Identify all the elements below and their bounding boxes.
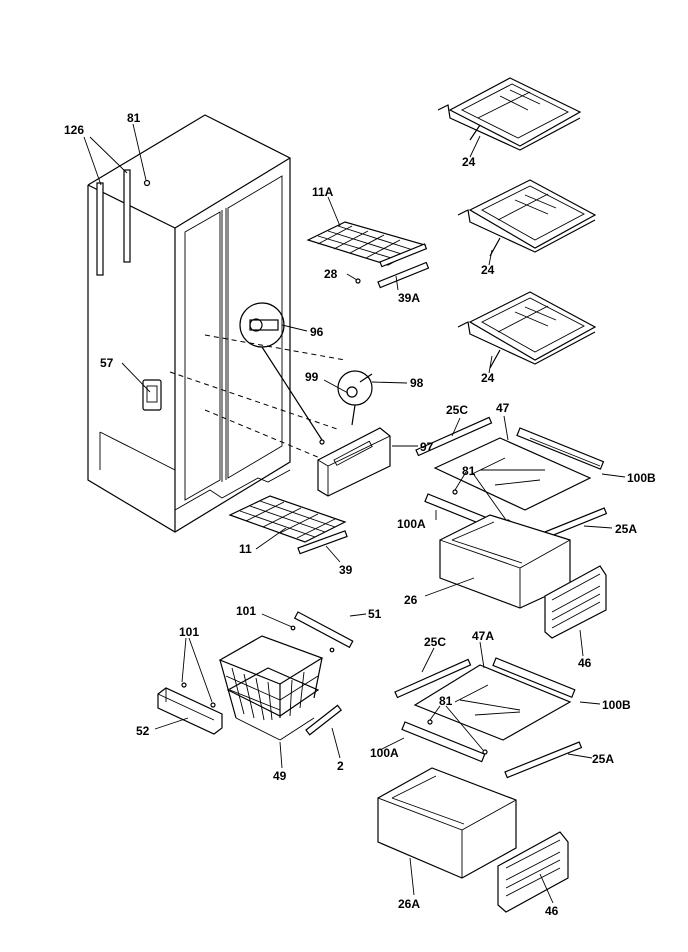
callout-126: 126: [64, 123, 84, 137]
refrigerator-cabinet: [87, 114, 291, 533]
glass-shelf-24-middle: [457, 179, 597, 257]
callout-39A: 39A: [398, 291, 420, 305]
leader-lines: [83, 123, 626, 904]
callout-25A: 25A: [615, 522, 637, 536]
callout-26A: 26A: [398, 897, 420, 911]
crisper-front-46-upper: [544, 565, 607, 639]
callout-98: 98: [410, 376, 424, 390]
callout-28: 28: [324, 267, 338, 281]
callout-81: 81: [127, 111, 141, 125]
glass-shelf-24-bottom: [457, 291, 597, 369]
basket-support-52: [157, 682, 223, 735]
callout-labels: 126 81 57 11A 28 39A 96 99 98 97 11 39 2…: [64, 111, 656, 918]
callout-39: 39: [339, 563, 353, 577]
callout-24-middle: 24: [481, 263, 495, 277]
crisper-drawer-26A: [377, 767, 517, 879]
freezer-wire-shelf-11A: [306, 221, 430, 289]
rail-2: [305, 704, 343, 736]
crisper-cover-assembly-lower: [394, 657, 583, 779]
basket-rail-51: [290, 611, 354, 653]
callout-99: 99: [305, 370, 319, 384]
callout-100B-lower: 100B: [602, 698, 631, 712]
callout-46-lower: 46: [545, 904, 559, 918]
crisper-front-46-lower: [497, 831, 569, 913]
callout-26: 26: [404, 593, 418, 607]
callout-52: 52: [136, 724, 150, 738]
callout-81-crisper: 81: [462, 464, 476, 478]
callout-97: 97: [420, 440, 434, 454]
hidden-lines: [169, 334, 346, 459]
callout-100A: 100A: [397, 517, 426, 531]
callout-47A: 47A: [472, 629, 494, 643]
callout-11: 11: [239, 542, 252, 556]
callout-101: 101: [236, 604, 256, 618]
callout-81-lower: 81: [439, 694, 453, 708]
callout-25A-lower: 25A: [592, 752, 614, 766]
callout-25C-lower: 25C: [424, 635, 446, 649]
callout-2: 2: [337, 759, 344, 773]
callout-11A: 11A: [312, 185, 334, 199]
callout-51: 51: [368, 607, 382, 621]
callout-46-upper: 46: [578, 656, 592, 670]
callout-24-bottom: 24: [481, 371, 495, 385]
glass-shelf-24-top: [437, 77, 582, 151]
wire-basket-49: [218, 635, 324, 741]
callout-100A-lower: 100A: [370, 746, 399, 760]
callout-25C: 25C: [446, 403, 468, 417]
callout-57: 57: [100, 356, 114, 370]
shelf-support-assembly: [239, 302, 391, 497]
callout-47: 47: [496, 401, 510, 415]
callout-24-top: 24: [462, 155, 476, 169]
callout-96: 96: [310, 325, 324, 339]
callout-100B: 100B: [627, 471, 656, 485]
callout-101-left: 101: [179, 625, 199, 639]
callout-49: 49: [273, 769, 287, 783]
freezer-wire-shelf-11: [228, 495, 348, 555]
